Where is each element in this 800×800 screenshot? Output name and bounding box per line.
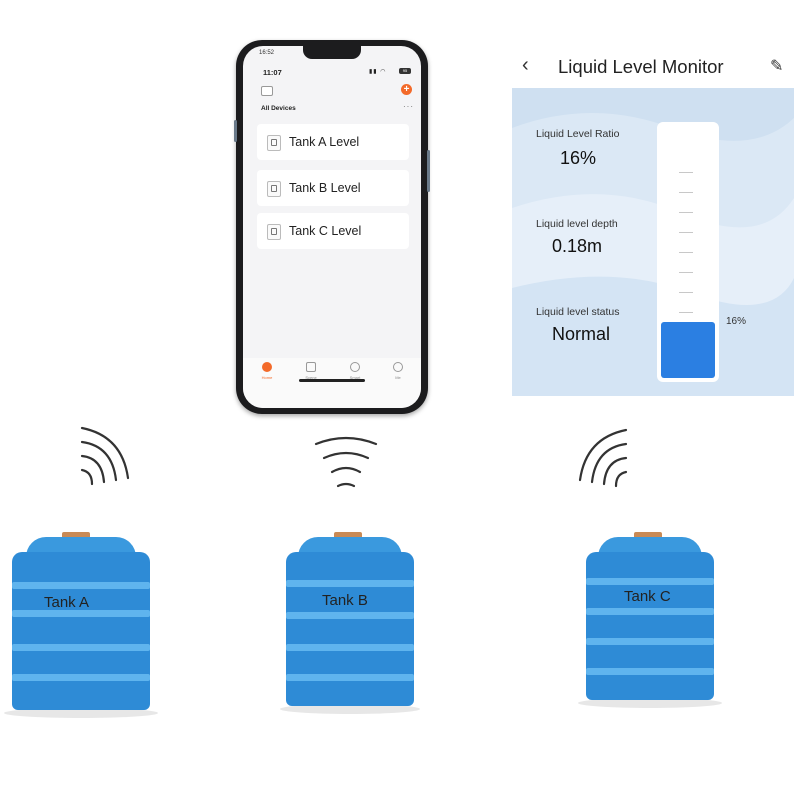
status-bar-time: 16:52 — [259, 50, 275, 56]
gauge-tick — [679, 252, 693, 253]
scene-icon — [306, 362, 316, 372]
depth-value: 0.18m — [552, 236, 603, 256]
gauge-tick — [679, 292, 693, 293]
tab-label: Me — [395, 375, 401, 380]
profile-icon — [393, 362, 403, 372]
phone-side-button — [427, 150, 430, 192]
home-menu-icon[interactable] — [261, 86, 273, 96]
phone-notch — [303, 46, 361, 59]
home-icon — [262, 362, 272, 372]
level-gauge — [657, 122, 719, 382]
gauge-tick — [679, 172, 693, 173]
device-card-tank-b[interactable]: Tank B Level — [257, 170, 409, 206]
panel-header — [512, 48, 794, 88]
status-label: Liquid level status — [536, 306, 620, 318]
gauge-fill — [661, 322, 715, 378]
device-label: Tank C Level — [289, 224, 362, 238]
depth-label: Liquid level depth — [536, 218, 618, 230]
sensor-icon — [267, 135, 281, 151]
tank-label: Tank C — [624, 588, 671, 605]
phone-volume-button — [234, 120, 237, 142]
tank-label: Tank B — [322, 592, 368, 609]
gauge-tick — [679, 232, 693, 233]
app-clock: 11:07 — [263, 68, 282, 77]
home-indicator — [299, 379, 365, 382]
tab-scene[interactable]: Scene — [296, 362, 326, 380]
gauge-tick — [679, 272, 693, 273]
gauge-tick — [679, 312, 693, 313]
device-label: Tank B Level — [289, 181, 361, 195]
gauge-percentage: 16% — [726, 316, 747, 327]
tab-label: Scene — [305, 375, 317, 380]
tab-me[interactable]: Me — [383, 362, 413, 380]
all-devices-title: All Devices — [261, 105, 296, 112]
wireless-signal-icon — [578, 428, 628, 488]
liquid-level-monitor-panel: ‹ Liquid Level Monitor ✎ Liquid Level Ra… — [512, 48, 794, 396]
panel-title: Liquid Level Monitor — [558, 56, 724, 77]
water-tank-b: Tank B — [280, 532, 420, 718]
add-device-button[interactable]: + — [401, 84, 412, 95]
ratio-label: Liquid Level Ratio — [536, 128, 620, 140]
sensor-icon — [267, 224, 281, 240]
tank-label: Tank A — [44, 594, 90, 611]
wireless-signal-icon — [80, 426, 130, 486]
gauge-tick — [679, 212, 693, 213]
sensor-icon — [267, 181, 281, 197]
water-tank-c: Tank C — [578, 532, 722, 712]
smart-icon — [350, 362, 360, 372]
ratio-value: 16% — [560, 148, 597, 168]
tab-label: Smart — [349, 375, 361, 380]
tab-home[interactable]: Home — [252, 362, 282, 380]
device-label: Tank A Level — [289, 135, 360, 149]
panel-background-waves — [512, 113, 794, 396]
tab-smart[interactable]: Smart — [340, 362, 370, 380]
bottom-tab-bar: Home Scene Smart Me — [243, 358, 421, 408]
more-options-icon[interactable]: ··· — [403, 102, 414, 111]
smartphone: 16:52 11:07 ▮▮ ◠ 95 + All Devices ··· Ta… — [236, 40, 428, 414]
status-value: Normal — [552, 324, 611, 344]
signal-wifi-icons: ▮▮ ◠ — [369, 69, 387, 75]
back-chevron-icon[interactable]: ‹ — [522, 54, 529, 76]
battery-icon: 95 — [399, 68, 411, 74]
gauge-tick — [679, 192, 693, 193]
device-card-tank-a[interactable]: Tank A Level — [257, 124, 409, 160]
tab-label: Home — [261, 375, 273, 380]
phone-screen: 16:52 11:07 ▮▮ ◠ 95 + All Devices ··· Ta… — [243, 46, 421, 408]
edit-pencil-icon[interactable]: ✎ — [770, 58, 784, 75]
wireless-signal-icon — [314, 436, 378, 488]
device-card-tank-c[interactable]: Tank C Level — [257, 213, 409, 249]
water-tank-a: Tank A — [4, 532, 158, 722]
